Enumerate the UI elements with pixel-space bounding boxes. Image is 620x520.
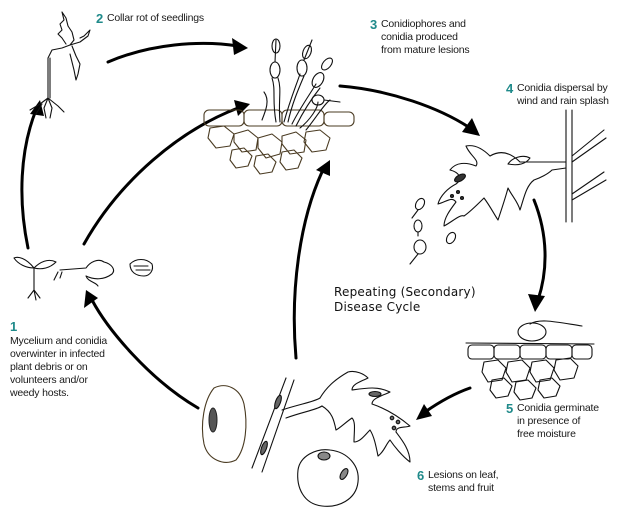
conidiophores-illustration xyxy=(203,38,355,175)
potato-tuber xyxy=(201,385,247,463)
seedling-illustration xyxy=(29,11,91,119)
arrow-germination-to-lesions xyxy=(423,386,472,414)
step-5-text: Conidia germinate in presence of free mo… xyxy=(517,402,599,441)
text-line: wind and rain splash xyxy=(517,95,609,107)
step-4-label: 4 Conidia dispersal by wind and rain spl… xyxy=(506,82,609,108)
germination-illustration xyxy=(465,320,595,401)
arrow-seedling-to-conidiophores xyxy=(106,41,240,64)
text-line: plant debris or on xyxy=(10,361,88,373)
text-line: Conidia dispersal by xyxy=(517,82,608,94)
text-line: weedy hosts. xyxy=(10,387,69,399)
step-2-number: 2 xyxy=(96,11,104,26)
step-6-label: 6 Lesions on leaf, stems and fruit xyxy=(417,468,499,495)
infected-leaf-illustration xyxy=(409,109,607,265)
step-4-text: Conidia dispersal by wind and rain splas… xyxy=(517,82,609,108)
step-2-text: Collar rot of seedlings xyxy=(107,12,204,24)
text-line: from mature lesions xyxy=(381,44,470,56)
arrow-head-icon xyxy=(316,160,330,176)
text-line: conidia produced xyxy=(381,31,458,43)
step-2-label: 2 Collar rot of seedlings xyxy=(96,12,204,25)
text-line: Conidiophores and xyxy=(381,18,466,30)
step-6-text: Lesions on leaf, stems and fruit xyxy=(428,469,499,495)
text-line: free moisture xyxy=(517,428,576,440)
arrow-lesions-to-conidiophores xyxy=(292,170,324,360)
arrow-dispersal-to-germination xyxy=(532,198,547,302)
arrow-head-icon xyxy=(232,38,248,55)
step-1-label: 1 Mycelium and conidia overwinter in inf… xyxy=(10,320,128,400)
step-5-label: 5 Conidia germinate in presence of free … xyxy=(506,402,599,441)
arrow-head-icon xyxy=(84,290,98,308)
text-line: volunteers and/or xyxy=(10,374,88,386)
arrow-head-icon xyxy=(416,404,432,420)
step-3-number: 3 xyxy=(370,17,378,32)
arrow-debris-to-seedling xyxy=(20,108,38,250)
arrow-debris-to-conidiophores xyxy=(82,106,240,246)
step-4-number: 4 xyxy=(506,81,514,96)
step-5-number: 5 xyxy=(506,401,514,416)
plant-debris-illustration xyxy=(13,256,154,301)
text-line: Conidia germinate xyxy=(517,402,599,414)
arrow-head-icon xyxy=(234,100,250,116)
arrow-head-icon xyxy=(528,294,545,312)
text-line: overwinter in infected xyxy=(10,348,105,360)
step-6-number: 6 xyxy=(417,468,425,483)
arrow-conidiophores-to-dispersal xyxy=(338,84,472,130)
text-line: in presence of xyxy=(517,415,581,427)
arrow-lesions-to-debris xyxy=(90,298,200,410)
step-3-label: 3 Conidiophores and conidia produced fro… xyxy=(370,17,470,57)
lesions-illustration xyxy=(201,370,411,507)
arrow-head-icon xyxy=(462,118,480,136)
secondary-cycle-title: Repeating (Secondary) Disease Cycle xyxy=(334,285,476,315)
step-1-text: Mycelium and conidia overwinter in infec… xyxy=(10,335,128,400)
step-3-text: Conidiophores and conidia produced from … xyxy=(381,18,470,57)
text-line: Mycelium and conidia xyxy=(10,335,107,347)
title-line: Disease Cycle xyxy=(334,300,421,314)
title-line: Repeating (Secondary) xyxy=(334,285,476,299)
step-1-number: 1 xyxy=(10,319,18,334)
text-line: Lesions on leaf, xyxy=(428,469,499,481)
text-line: stems and fruit xyxy=(428,482,494,494)
